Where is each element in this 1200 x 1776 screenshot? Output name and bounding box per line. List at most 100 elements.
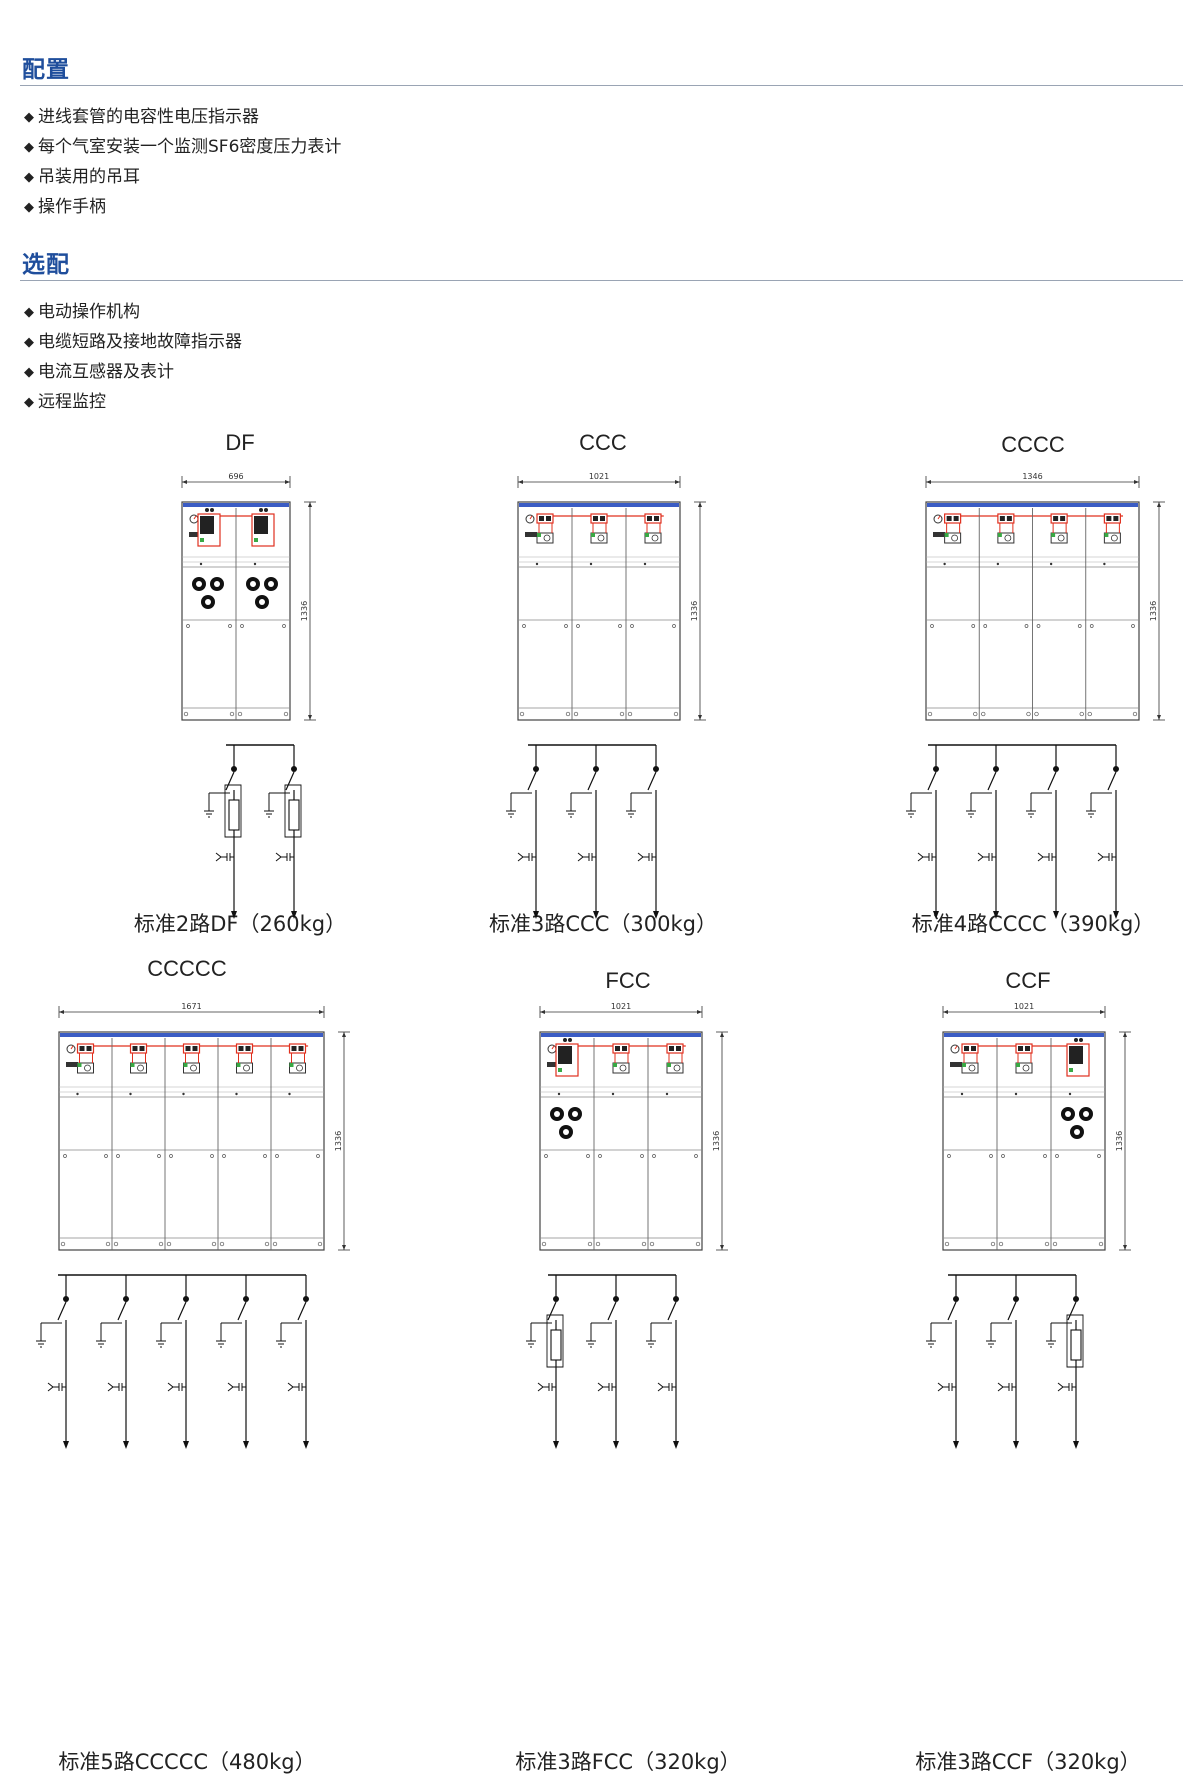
cable-cubicle-front <box>60 1043 111 1247</box>
panel-top-strip <box>60 1033 323 1037</box>
section-title-config: 配置 <box>22 57 70 83</box>
cable-cubicle-front <box>981 513 1031 717</box>
cable-feeder-symbol <box>96 1275 129 1449</box>
ground-icon <box>626 810 636 818</box>
switchgear-panel <box>942 1031 1106 1251</box>
voltage-indicator-icon <box>977 852 996 862</box>
cable-feeder-symbol <box>646 1275 679 1449</box>
cable-cubicle-front <box>113 1043 164 1247</box>
height-dimension: 1336 <box>712 1031 728 1251</box>
ground-icon <box>586 1340 596 1348</box>
height-dimension-label: 1336 <box>334 1131 343 1151</box>
list-item: ◆电缆短路及接地故障指示器 <box>24 332 242 352</box>
handle-slot-icon <box>547 1062 559 1067</box>
status-indicator-icon <box>645 533 649 537</box>
diamond-bullet-icon: ◆ <box>24 305 34 320</box>
status-indicator-icon <box>236 1063 241 1067</box>
width-dimension-label: 1021 <box>1014 1002 1034 1011</box>
fuse-icon <box>1070 1329 1082 1361</box>
unit-caption: 标准5路CCCCC（480kg） <box>58 1750 316 1774</box>
ground-icon <box>264 810 274 818</box>
height-dimension-label: 1336 <box>1149 601 1158 621</box>
ground-icon <box>926 1340 936 1348</box>
unit-caption: 标准2路DF（260kg） <box>133 912 347 936</box>
diamond-bullet-icon: ◆ <box>24 110 34 125</box>
switchgear-panel <box>517 501 681 721</box>
single-line-diagram <box>526 1274 679 1449</box>
width-dimension-label: 696 <box>228 472 243 481</box>
cable-cubicle-front <box>595 1043 647 1247</box>
ground-icon <box>646 1340 656 1348</box>
voltage-indicator-icon <box>997 1382 1016 1392</box>
voltage-indicator-icon <box>107 1382 126 1392</box>
status-indicator-icon <box>591 533 595 537</box>
status-indicator-icon <box>1016 1063 1020 1067</box>
fuse-feeder-symbol <box>204 745 242 919</box>
cable-cubicle-front <box>573 513 625 717</box>
height-dimension: 1336 <box>690 501 706 721</box>
unit-code: FCC <box>605 968 651 993</box>
diamond-bullet-icon: ◆ <box>24 200 34 215</box>
single-line-diagram <box>906 744 1119 919</box>
section-divider <box>20 85 1183 86</box>
cable-cubicle-front <box>272 1043 323 1247</box>
cable-feeder-symbol <box>566 745 599 919</box>
handle-slot-icon <box>66 1062 78 1067</box>
status-indicator-icon <box>944 533 949 537</box>
fuse-cubicle-front <box>237 508 289 717</box>
status-indicator-icon <box>667 1063 671 1067</box>
cable-cubicle-front <box>1087 513 1138 717</box>
width-dimension-label: 1346 <box>1022 472 1042 481</box>
height-dimension: 1336 <box>1115 1031 1131 1251</box>
single-line-diagram <box>204 744 302 919</box>
fuse-cubicle-front <box>1052 1038 1104 1247</box>
panel-top-strip <box>927 503 1138 507</box>
cable-cubicle-front <box>1034 513 1084 717</box>
cable-feeder-symbol <box>506 745 539 919</box>
diamond-bullet-icon: ◆ <box>24 140 34 155</box>
list-item: ◆每个气室安装一个监测SF6密度压力表计 <box>24 137 342 157</box>
fuse-feeder-symbol <box>1046 1275 1084 1449</box>
status-indicator-icon <box>130 1063 135 1067</box>
height-dimension: 1336 <box>1149 501 1165 721</box>
cable-cubicle-front <box>944 1043 996 1247</box>
unit-code: CCCCC <box>147 956 227 981</box>
voltage-indicator-icon <box>215 852 234 862</box>
list-item: ◆操作手柄 <box>24 197 106 217</box>
voltage-indicator-icon <box>517 852 536 862</box>
breaker-cubicle-front <box>183 508 235 717</box>
unit-code: DF <box>225 430 255 455</box>
ground-icon <box>96 1340 106 1348</box>
voltage-indicator-icon <box>287 1382 306 1392</box>
unit-caption: 标准3路FCC（320kg） <box>515 1750 741 1774</box>
fuse-icon <box>288 799 300 831</box>
unit-code: CCF <box>1005 968 1051 993</box>
voltage-indicator-icon <box>227 1382 246 1392</box>
voltage-indicator-icon <box>917 852 936 862</box>
list-item: ◆远程监控 <box>24 392 106 412</box>
cable-feeder-symbol <box>1026 745 1059 919</box>
cable-feeder-symbol <box>276 1275 309 1449</box>
ground-icon <box>156 1340 166 1348</box>
unit-df: DF 标准2路DF（260kg） 696 1336 <box>40 430 440 990</box>
ground-icon <box>966 810 976 818</box>
status-indicator-icon <box>558 1068 562 1072</box>
height-dimension-label: 1336 <box>712 1131 721 1151</box>
status-indicator-icon <box>537 533 541 537</box>
single-line-diagram <box>36 1274 309 1449</box>
cable-feeder-symbol <box>36 1275 69 1449</box>
fuse-icon <box>550 1329 562 1361</box>
height-dimension-label: 1336 <box>300 601 309 621</box>
switchgear-panel <box>925 501 1140 721</box>
switchgear-drawing: 1021 1336 <box>526 1002 728 1449</box>
voltage-indicator-icon <box>637 852 656 862</box>
width-dimension-label: 1021 <box>611 1002 631 1011</box>
cable-cubicle-front <box>627 513 679 717</box>
voltage-indicator-icon <box>537 1382 556 1392</box>
ground-icon <box>526 1340 536 1348</box>
status-indicator-icon <box>200 538 204 542</box>
ground-icon <box>906 810 916 818</box>
